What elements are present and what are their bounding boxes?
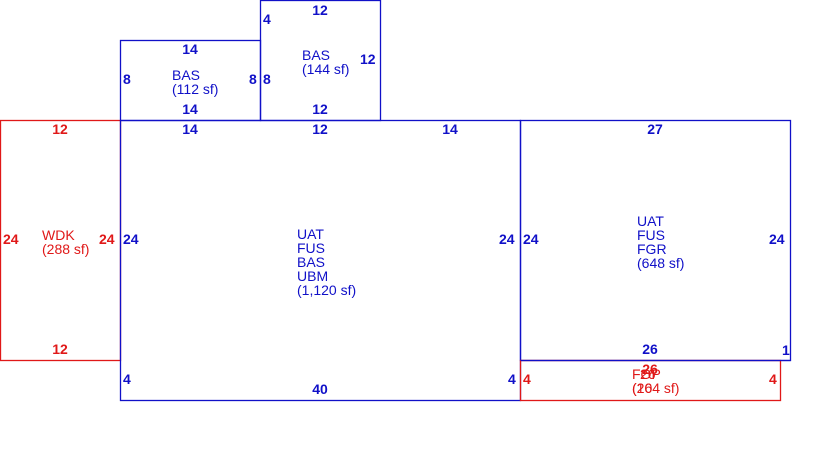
main-code-2: FUS — [297, 240, 325, 256]
bas-small-bottom-dim: 14 — [182, 101, 198, 117]
main-code-1: UAT — [297, 226, 324, 242]
bas-small-code: BAS — [172, 67, 200, 83]
bas-small-top-dim: 14 — [182, 41, 198, 57]
main-top-right-dim: 14 — [442, 121, 458, 137]
garage-top-dim: 27 — [647, 121, 663, 137]
garage-area: (648 sf) — [637, 255, 684, 271]
wdk-left-dim: 24 — [3, 231, 19, 247]
main-lower-right-dim: 4 — [508, 371, 516, 387]
main-top-left-dim: 14 — [182, 121, 198, 137]
garage-right-dim: 24 — [769, 231, 785, 247]
main-top-mid-dim: 12 — [312, 121, 328, 137]
fop-area: (104 sf) — [632, 380, 679, 396]
bas-upper-bottom-dim: 12 — [312, 101, 328, 117]
main-area: (1,120 sf) — [297, 282, 356, 298]
bas-upper-left-dim-lower: 8 — [263, 71, 271, 87]
bas-small-area: (112 sf) — [172, 81, 218, 97]
garage-code-3: FGR — [637, 241, 667, 257]
fop-top-dim: 26 — [642, 361, 658, 377]
fop-overlap-1: 26 — [640, 366, 656, 382]
bas-upper-code: BAS — [302, 47, 330, 63]
garage-left-dim: 24 — [523, 231, 539, 247]
wdk-right-dim: 24 — [99, 231, 115, 247]
bas-upper-right-dim: 12 — [360, 51, 376, 67]
fop-code: FOP — [632, 366, 661, 382]
wdk-top-dim: 12 — [52, 121, 68, 137]
wdk-area: (288 sf) — [42, 241, 89, 257]
garage-bottom-dim: 26 — [642, 341, 658, 357]
main-bottom-dim: 40 — [312, 381, 328, 397]
bas-small-right-dim: 8 — [249, 71, 257, 87]
bas-upper-area: (144 sf) — [302, 61, 349, 77]
main-right-dim: 24 — [499, 231, 515, 247]
fop-overlap-2: (26 — [632, 380, 652, 396]
garage-corner-dim: 1 — [782, 342, 790, 358]
wdk-code: WDK — [42, 227, 75, 243]
fop-left-dim: 4 — [523, 371, 531, 387]
main-lower-left-dim: 4 — [123, 371, 131, 387]
garage-code-1: UAT — [637, 213, 664, 229]
main-code-4: UBM — [297, 268, 328, 284]
garage-code-2: FUS — [637, 227, 665, 243]
bas-upper-left-dim: 4 — [263, 11, 271, 27]
bas-small-left-dim: 8 — [123, 71, 131, 87]
wdk-bottom-dim: 12 — [52, 341, 68, 357]
main-code-3: BAS — [297, 254, 325, 270]
bas-upper-top-dim: 12 — [312, 2, 328, 18]
main-left-dim: 24 — [123, 231, 139, 247]
fop-right-dim: 4 — [769, 371, 777, 387]
